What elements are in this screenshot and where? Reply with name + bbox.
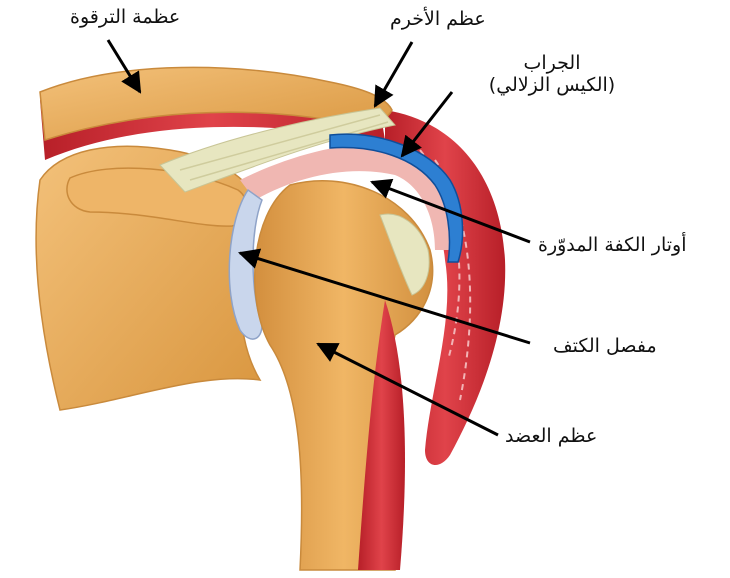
label-shoulder-joint: مفصل الكتف <box>553 335 657 357</box>
label-clavicle: عظمة الترقوة <box>70 6 180 28</box>
label-rotator-cuff: أوتار الكفة المدوّرة <box>538 234 686 256</box>
label-bursa: الجراب (الكيس الزلالي) <box>482 52 622 96</box>
label-humerus: عظم العضد <box>505 425 597 447</box>
label-acromion: عظم الأخرم <box>390 8 486 30</box>
label-bursa-line2: (الكيس الزلالي) <box>482 74 622 96</box>
label-bursa-line1: الجراب <box>482 52 622 74</box>
